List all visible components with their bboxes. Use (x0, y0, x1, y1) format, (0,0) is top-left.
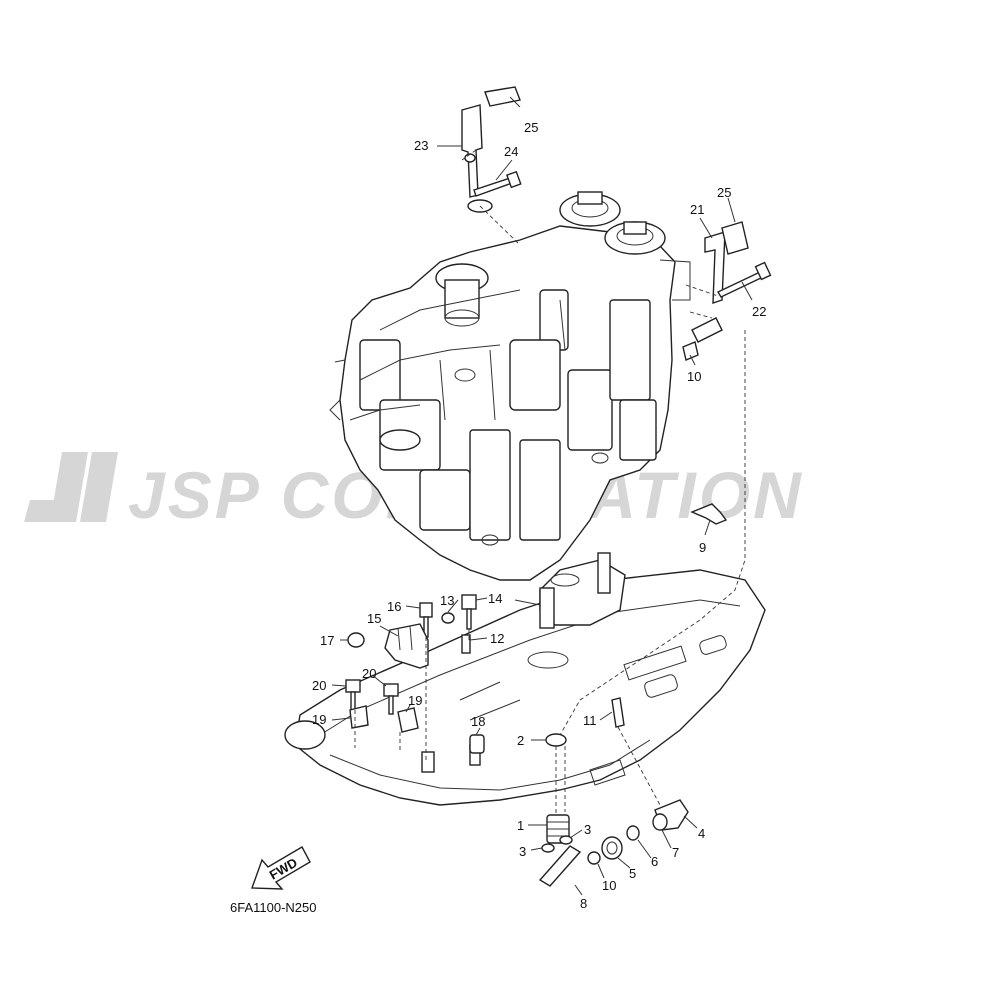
callout-16: 16 (387, 599, 401, 614)
leader-lines (331, 96, 753, 896)
callout-25-top: 25 (524, 120, 538, 135)
callout-5: 5 (629, 866, 636, 881)
callout-17: 17 (320, 633, 334, 648)
callout-3-right: 3 (584, 822, 591, 837)
part-5-nut (601, 836, 623, 860)
part-25-top (484, 86, 521, 107)
engine-block (329, 191, 691, 581)
callout-3-left: 3 (519, 844, 526, 859)
part-18-grommet (469, 734, 485, 754)
part-23-bracket (461, 104, 483, 198)
callout-19-right: 19 (408, 693, 422, 708)
callout-20-right: 20 (362, 666, 376, 681)
callout-18: 18 (471, 714, 485, 729)
callout-1: 1 (517, 818, 524, 833)
callout-9: 9 (699, 540, 706, 555)
part-19-clip-b (397, 707, 419, 733)
callout-15: 15 (367, 611, 381, 626)
callout-10-top: 10 (687, 369, 701, 384)
part-25-right (721, 221, 749, 255)
callout-23: 23 (414, 138, 428, 153)
callout-11: 11 (583, 713, 597, 728)
part-17-grommet (347, 632, 365, 648)
callout-21: 21 (690, 202, 704, 217)
assembly-lines (354, 149, 746, 815)
callout-20-left: 20 (312, 678, 326, 693)
part-3-clamp-b (541, 843, 555, 853)
callouts: 25 23 24 25 21 22 10 9 16 13 14 15 17 12… (312, 120, 766, 911)
part-14-bolt (461, 594, 477, 610)
callout-19-left: 19 (312, 712, 326, 727)
part-hose-right (691, 317, 723, 343)
callout-8: 8 (580, 896, 587, 911)
callout-7: 7 (672, 845, 679, 860)
watermark-logo-icon (24, 452, 118, 522)
part-11-screw (611, 697, 625, 728)
part-6-ring (626, 825, 640, 841)
fwd-arrow-icon (251, 846, 311, 890)
fwd-arrow: FWD (251, 846, 311, 890)
part-3-clamp-a (559, 835, 573, 845)
diagram-code: 6FA1100-N250 (230, 900, 317, 915)
part-20-bolt-a (345, 679, 361, 693)
bottom-cowling (284, 552, 766, 806)
part-12-clip (461, 634, 471, 654)
callout-13: 13 (440, 593, 454, 608)
callout-12: 12 (490, 631, 504, 646)
callout-14: 14 (488, 591, 502, 606)
part-10-clamp-top (682, 341, 699, 361)
part-15-bracket (384, 623, 429, 669)
part-19-clip-a (349, 705, 369, 729)
callout-25-right: 25 (717, 185, 731, 200)
part-10-clamp-bottom (587, 851, 601, 865)
part-16-bolt (419, 602, 433, 618)
part-9-clamp (690, 503, 728, 525)
part-22-bolt (717, 271, 764, 298)
part-2-grommet (545, 733, 567, 747)
callout-24: 24 (504, 144, 518, 159)
callout-6: 6 (651, 854, 658, 869)
callout-4: 4 (698, 826, 705, 841)
callout-10-bottom: 10 (602, 878, 616, 893)
part-24-bolt (473, 177, 513, 197)
callout-2: 2 (517, 733, 524, 748)
part-7-washer (652, 813, 668, 831)
part-8-hose (538, 845, 582, 887)
part-13-nut (441, 612, 455, 624)
callout-22: 22 (752, 304, 766, 319)
